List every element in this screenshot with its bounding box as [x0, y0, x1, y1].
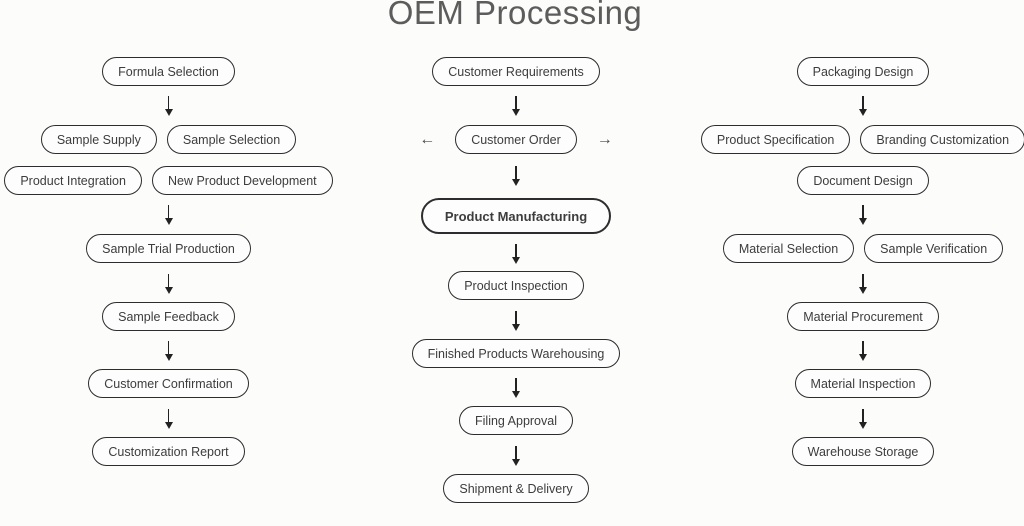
flow-row: Material Inspection [694, 369, 1024, 398]
flow-node-material-inspection: Material Inspection [794, 369, 932, 398]
flow-row: Product Inspection [396, 271, 636, 300]
flow-node-customer-requirements: Customer Requirements [432, 57, 600, 86]
flow-row: Material Selection Sample Verification [694, 234, 1024, 263]
flow-row: Document Design [694, 166, 1024, 195]
arrow-right-icon: → [596, 130, 613, 148]
flow-column-left: Formula Selection Sample Supply Sample S… [0, 0, 337, 526]
flow-row: Product Manufacturing [396, 198, 636, 234]
flow-node-product-manufacturing: Product Manufacturing [420, 198, 612, 234]
flow-node-sample-trial-production: Sample Trial Production [86, 234, 251, 263]
flow-row: Customization Report [0, 437, 337, 466]
flow-node-document-design: Document Design [797, 166, 929, 195]
page-title: OEM Processing [387, 0, 643, 31]
flow-row: Material Procurement [694, 302, 1024, 331]
arrow-down-icon [859, 409, 867, 429]
flow-node-new-product-development: New Product Development [151, 166, 333, 195]
flow-row: ← Customer Order → [396, 125, 636, 154]
arrow-down-icon [859, 205, 867, 225]
flow-node-sample-selection: Sample Selection [166, 125, 297, 154]
flow-node-packaging-design: Packaging Design [796, 57, 930, 86]
arrow-down-icon [859, 96, 867, 116]
flow-node-customization-report: Customization Report [92, 437, 245, 466]
flow-node-customer-order: Customer Order [455, 125, 577, 154]
flow-node-material-procurement: Material Procurement [787, 302, 939, 331]
flow-row: Product Integration New Product Developm… [0, 166, 337, 195]
arrow-down-icon [512, 96, 520, 116]
flow-row: Warehouse Storage [694, 437, 1024, 466]
arrow-down-icon [512, 446, 520, 466]
arrow-down-icon [512, 378, 520, 398]
flow-node-product-inspection: Product Inspection [448, 271, 584, 300]
flow-row: Formula Selection [0, 57, 337, 86]
flow-node-sample-feedback: Sample Feedback [102, 302, 235, 331]
flow-node-sample-verification: Sample Verification [864, 234, 1004, 263]
flow-node-shipment-delivery: Shipment & Delivery [443, 474, 589, 503]
flow-column-right: Packaging Design Product Specification B… [694, 0, 1024, 526]
flow-node-filing-approval: Filing Approval [459, 406, 573, 435]
arrow-down-icon [512, 166, 520, 186]
flow-node-customer-confirmation: Customer Confirmation [88, 369, 249, 398]
arrow-down-icon [859, 341, 867, 361]
flow-column-middle: Customer Requirements ← Customer Order →… [396, 0, 636, 526]
flow-row: Sample Trial Production [0, 234, 337, 263]
flow-node-formula-selection: Formula Selection [102, 57, 235, 86]
flow-row: Customer Requirements [396, 57, 636, 86]
flow-node-warehouse-storage: Warehouse Storage [791, 437, 935, 466]
flow-row: Sample Feedback [0, 302, 337, 331]
arrow-down-icon [859, 274, 867, 294]
flow-node-material-selection: Material Selection [722, 234, 855, 263]
arrow-down-icon [164, 96, 173, 116]
arrow-down-icon [164, 409, 173, 429]
arrow-down-icon [512, 244, 520, 264]
arrow-left-icon: ← [419, 130, 436, 148]
flow-row: Filing Approval [396, 406, 636, 435]
arrow-down-icon [164, 205, 173, 225]
flow-node-branding-customization: Branding Customization [860, 125, 1024, 154]
arrow-down-icon [512, 311, 520, 331]
flow-row: Product Specification Branding Customiza… [694, 125, 1024, 154]
flow-node-sample-supply: Sample Supply [40, 125, 157, 154]
flow-row: Sample Supply Sample Selection [0, 125, 337, 154]
flow-node-finished-products-warehousing: Finished Products Warehousing [411, 339, 621, 368]
arrow-down-icon [164, 341, 173, 361]
flow-row: Finished Products Warehousing [396, 339, 636, 368]
flow-row: Shipment & Delivery [396, 474, 636, 503]
flow-row: Packaging Design [694, 57, 1024, 86]
arrow-down-icon [164, 274, 173, 294]
flow-row: Customer Confirmation [0, 369, 337, 398]
flow-node-product-specification: Product Specification [700, 125, 851, 154]
flow-node-product-integration: Product Integration [4, 166, 142, 195]
